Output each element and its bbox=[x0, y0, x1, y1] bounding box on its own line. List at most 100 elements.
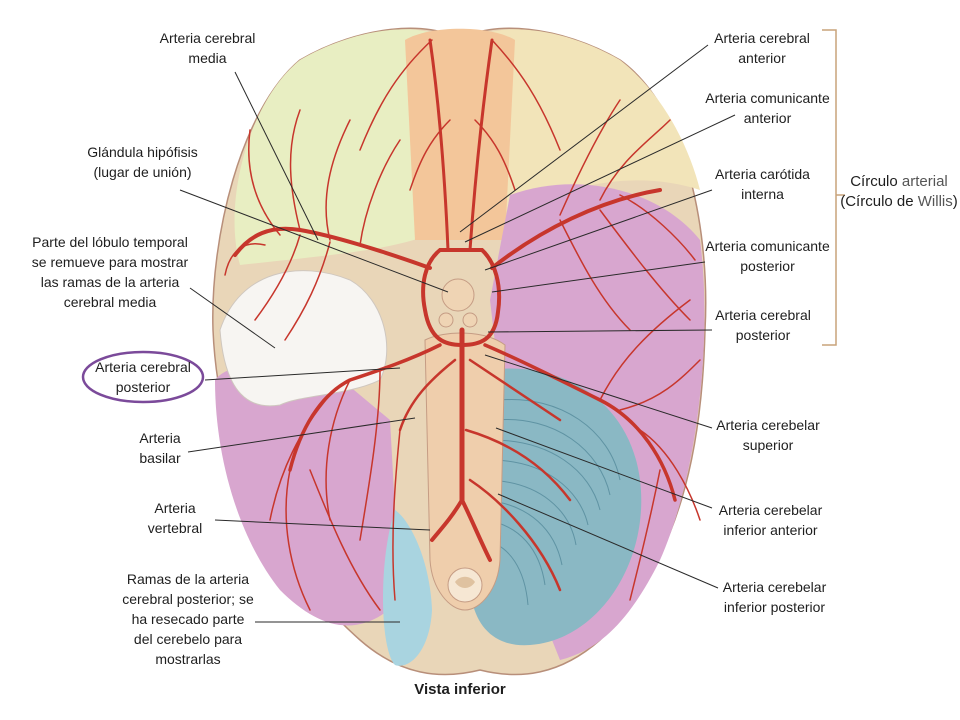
leader-lines bbox=[179, 44, 736, 623]
leader-vertebral bbox=[214, 519, 431, 531]
leader-acoma bbox=[464, 114, 736, 243]
mammillary-body-left bbox=[438, 312, 454, 328]
label-line: posterior bbox=[115, 379, 171, 395]
label-line: Arteria cerebral bbox=[95, 359, 191, 375]
label-line: Arteria bbox=[154, 500, 196, 516]
label-glandula-hipofisis: Glándula hipófisis (lugar de unión) bbox=[70, 142, 215, 182]
superior-cerebellar-left bbox=[398, 358, 457, 432]
label-line: Arteria comunicante bbox=[705, 90, 830, 106]
label-line: basilar bbox=[139, 450, 181, 466]
label-line: anterior bbox=[743, 110, 792, 126]
left-frontal-lobe bbox=[234, 29, 455, 266]
highlight-oval bbox=[81, 350, 205, 404]
label-line: cerebral media bbox=[63, 294, 157, 310]
brainstem bbox=[424, 332, 506, 611]
label-line: Arteria cerebral bbox=[714, 30, 810, 46]
leader-basilar bbox=[187, 417, 416, 453]
small-branches bbox=[224, 39, 701, 611]
label-line: Ramas de la arteria bbox=[126, 571, 250, 587]
label-line: del cerebelo para bbox=[133, 631, 243, 647]
label-line: Arteria cerebelar bbox=[716, 417, 820, 433]
label-line: (lugar de unión) bbox=[93, 164, 192, 180]
group-text: arterial bbox=[901, 173, 948, 190]
group-text: (Círculo de bbox=[840, 193, 918, 210]
group-text: ) bbox=[952, 193, 958, 210]
label-arteria-cerebral-media: Arteria cerebral media bbox=[150, 28, 265, 68]
caption-vista-inferior: Vista inferior bbox=[414, 681, 506, 698]
superior-cerebellar-right bbox=[468, 358, 562, 422]
leader-aca bbox=[459, 44, 709, 233]
label-line: Arteria comunicante bbox=[705, 238, 830, 254]
label-line: anterior bbox=[738, 50, 786, 66]
pica-right bbox=[468, 478, 562, 592]
orbital-gyri bbox=[405, 28, 515, 240]
label-line: Parte del lóbulo temporal bbox=[32, 234, 188, 250]
leader-lobulo bbox=[189, 287, 276, 349]
label-arteria-cerebral-anterior: Arteria cerebral anterior bbox=[702, 28, 822, 68]
label-arteria-cerebelar-inferior-posterior: Arteria cerebelar inferior posterior bbox=[712, 577, 837, 617]
leader-carotida bbox=[484, 189, 713, 271]
group-line-2: (Círculo de Willis) bbox=[840, 192, 958, 212]
label-line: inferior posterior bbox=[723, 599, 826, 615]
middle-cerebral-left bbox=[233, 226, 432, 270]
pituitary-gland bbox=[441, 278, 475, 312]
label-arteria-cerebelar-superior: Arteria cerebelar superior bbox=[708, 415, 828, 455]
label-line: posterior bbox=[735, 327, 791, 343]
label-arteria-basilar: Arteria basilar bbox=[125, 428, 195, 468]
label-arteria-comunicante-posterior: Arteria comunicante posterior bbox=[700, 236, 835, 276]
left-cerebellum-remnant bbox=[382, 510, 432, 666]
leader-cereip bbox=[497, 493, 719, 589]
left-temporal-lobe bbox=[215, 363, 400, 626]
aica-right bbox=[464, 428, 572, 502]
group-text: Círculo bbox=[850, 173, 902, 190]
label-line: Arteria cerebral bbox=[715, 307, 811, 323]
label-arteria-cerebral-posterior-left: Arteria cerebral posterior bbox=[83, 357, 203, 397]
label-line: Arteria cerebelar bbox=[722, 579, 827, 595]
label-arteria-cerebral-posterior-right: Arteria cerebral posterior bbox=[703, 305, 823, 345]
brain-illustration bbox=[212, 27, 707, 676]
leader-acp-right bbox=[487, 329, 713, 333]
arteries bbox=[224, 38, 701, 611]
middle-cerebral-right bbox=[490, 188, 662, 270]
leader-ceresup bbox=[484, 354, 713, 429]
label-ramas-arteria-cerebral-posterior: Ramas de la arteria cerebral posterior; … bbox=[108, 569, 268, 669]
leader-hipofisis bbox=[179, 189, 449, 293]
label-line: se remueve para mostrar bbox=[31, 254, 189, 270]
label-arteria-cerebelar-inferior-anterior: Arteria cerebelar inferior anterior bbox=[708, 500, 833, 540]
leader-acomp bbox=[491, 261, 706, 293]
anterior-cerebral-right bbox=[468, 38, 494, 252]
label-line: vertebral bbox=[147, 520, 203, 536]
anterior-cerebral-left bbox=[428, 38, 450, 252]
label-line: Arteria carótida bbox=[715, 166, 810, 182]
leader-acm bbox=[234, 71, 319, 241]
label-arteria-carotida-interna: Arteria carótida interna bbox=[705, 164, 820, 204]
label-circulo-arterial: Círculo arterial (Círculo de Willis) bbox=[840, 172, 958, 212]
label-lobulo-temporal: Parte del lóbulo temporal se remueve par… bbox=[20, 232, 200, 312]
circle-of-willis bbox=[421, 248, 502, 348]
mammillary-body-right bbox=[462, 312, 478, 328]
leader-cereia bbox=[495, 427, 713, 509]
resected-region bbox=[219, 270, 388, 407]
vertebral-artery-left bbox=[430, 498, 464, 542]
label-line: inferior anterior bbox=[723, 522, 818, 538]
cerebellum bbox=[470, 368, 642, 646]
label-line: interna bbox=[741, 186, 784, 202]
group-line-1: Círculo arterial bbox=[840, 172, 958, 192]
label-line: las ramas de la arteria bbox=[40, 274, 180, 290]
label-line: ha resecado parte bbox=[131, 611, 245, 627]
circle-willis-bracket bbox=[822, 29, 845, 346]
label-line: Glándula hipófisis bbox=[87, 144, 198, 160]
label-arteria-vertebral: Arteria vertebral bbox=[140, 498, 210, 538]
vertebral-artery-right bbox=[460, 498, 492, 562]
leader-acp-left bbox=[204, 367, 401, 381]
label-line: media bbox=[188, 50, 227, 66]
label-line: mostrarlas bbox=[155, 651, 221, 667]
label-line: Arteria cerebral bbox=[159, 30, 256, 46]
group-text: Willis bbox=[917, 193, 953, 210]
label-line: Arteria cerebelar bbox=[718, 502, 823, 518]
label-line: superior bbox=[742, 437, 794, 453]
label-line: posterior bbox=[740, 258, 795, 274]
label-line: Arteria bbox=[139, 430, 181, 446]
label-line: cerebral posterior; se bbox=[122, 591, 254, 607]
